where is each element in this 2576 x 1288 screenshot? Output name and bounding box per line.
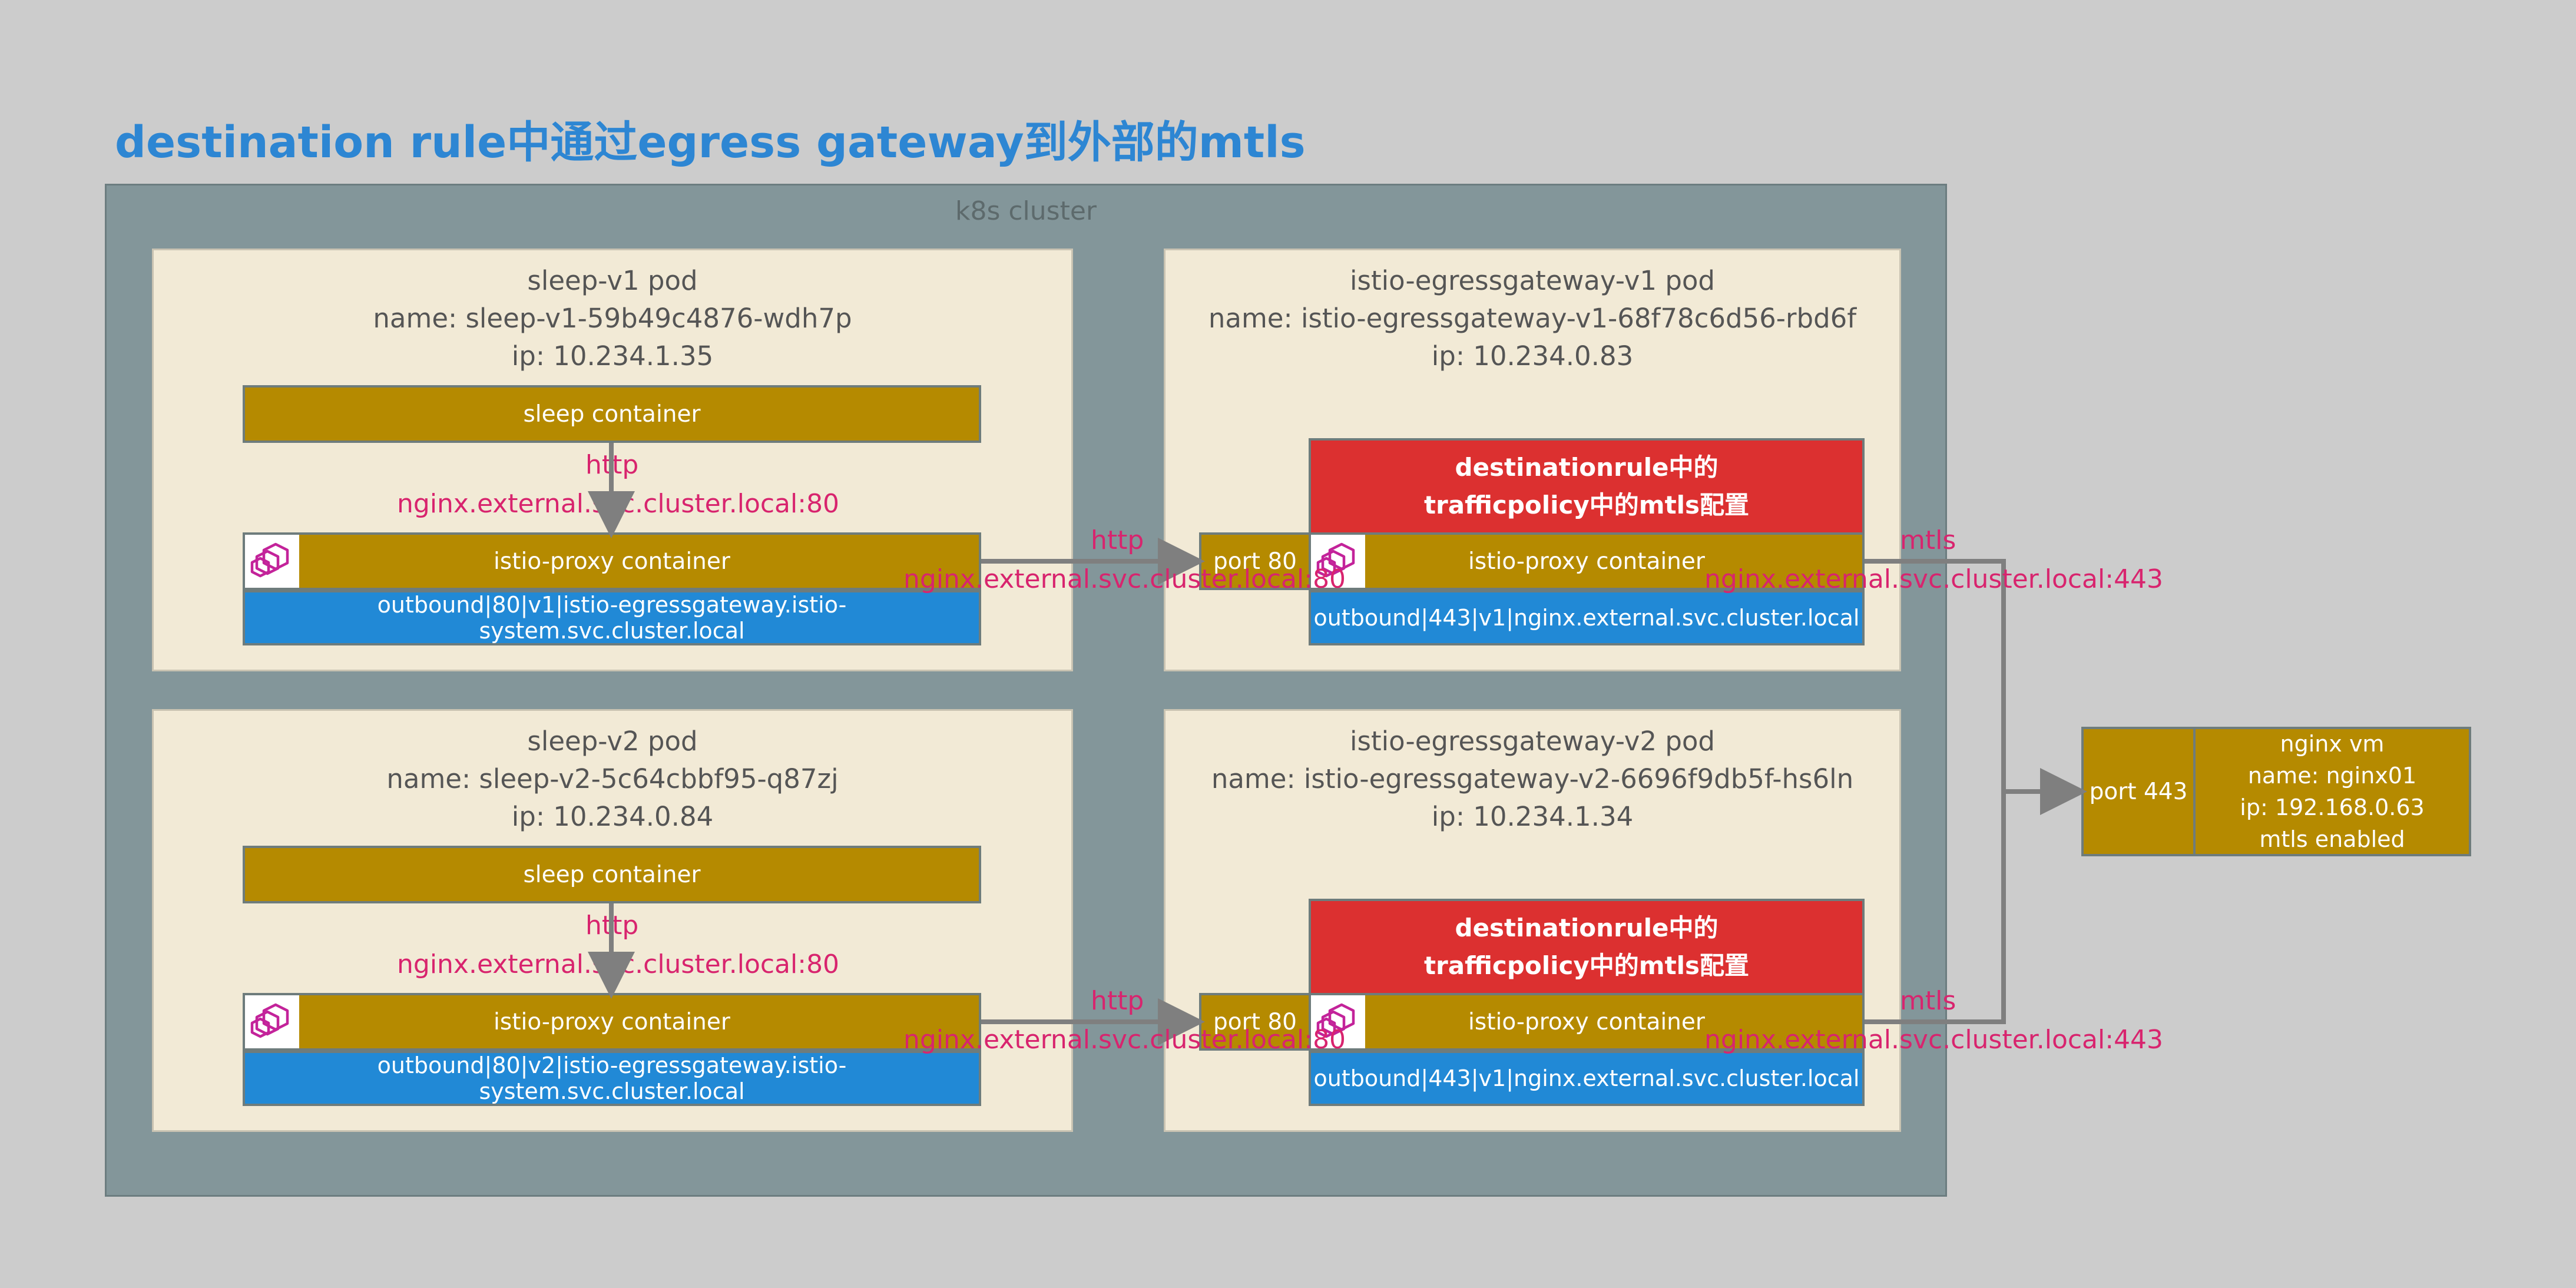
istio-proxy-container[interactable]: istio-proxy container — [1309, 993, 1865, 1051]
sleep-container[interactable]: sleep container — [243, 385, 981, 443]
policy-line: trafficpolicy中的mtls配置 — [1423, 951, 1750, 980]
line-egress-v1-to-vm — [1865, 559, 2006, 792]
pod-ip: ip: 10.234.0.83 — [1431, 340, 1634, 372]
pod-title: istio-egressgateway-v2 pod — [1350, 726, 1715, 757]
pod-ip: ip: 10.234.1.34 — [1431, 801, 1634, 832]
envoy-icon — [245, 995, 299, 1048]
mtls-policy-box: destinationrule中的 trafficpolicy中的mtls配置 — [1309, 899, 1865, 995]
envoy-icon — [1311, 535, 1365, 588]
istio-proxy-container[interactable]: istio-proxy container — [1309, 532, 1865, 590]
mtls-policy-box: destinationrule中的 trafficpolicy中的mtls配置 — [1309, 438, 1865, 535]
link-target-label: nginx.external.svc.cluster.local:80 — [903, 1025, 1346, 1055]
envoy-icon-graphic — [250, 542, 289, 578]
page-title: destination rule中通过egress gateway到外部的mtl… — [115, 117, 1306, 168]
link-protocol-label: http — [1091, 986, 1144, 1016]
cluster-label: k8s cluster — [955, 196, 1097, 226]
outbound-cluster[interactable]: outbound|443|v1|nginx.external.svc.clust… — [1309, 590, 1865, 645]
link-target-label: nginx.external.svc.cluster.local:443 — [1704, 564, 2164, 594]
vm-port-443[interactable]: port 443 — [2081, 727, 2196, 856]
port-80[interactable]: port 80 — [1199, 532, 1311, 590]
link-protocol-label: http — [1091, 525, 1144, 555]
link-target-label: nginx.external.svc.cluster.local:443 — [1704, 1025, 2164, 1055]
pod-title: sleep-v2 pod — [527, 726, 698, 757]
mtls-policy-text: destinationrule中的 trafficpolicy中的mtls配置 — [1424, 909, 1749, 985]
pod-name: name: sleep-v1-59b49c4876-wdh7p — [373, 303, 852, 334]
link-protocol-label: mtls — [1900, 986, 1956, 1016]
mtls-policy-text: destinationrule中的 trafficpolicy中的mtls配置 — [1424, 449, 1749, 524]
pod-header: sleep-v2 pod name: sleep-v2-5c64cbbf95-q… — [154, 723, 1071, 836]
nginx-vm-details: nginx vm name: nginx01 ip: 192.168.0.63 … — [2240, 728, 2424, 855]
line-egress-v2-to-vm — [1865, 792, 2006, 1024]
vm-ip: ip: 192.168.0.63 — [2240, 794, 2425, 820]
envoy-icon — [1311, 995, 1365, 1048]
pod-title: istio-egressgateway-v1 pod — [1350, 265, 1715, 296]
pod-name: name: istio-egressgateway-v1-68f78c6d56-… — [1208, 303, 1857, 334]
vm-name: name: nginx01 — [2247, 763, 2417, 789]
envoy-icon-graphic — [1316, 542, 1355, 578]
envoy-icon-graphic — [250, 1003, 289, 1038]
link-target-label: nginx.external.svc.cluster.local:80 — [903, 564, 1346, 594]
pod-name: name: istio-egressgateway-v2-6696f9db5f-… — [1211, 763, 1854, 794]
vm-mtls: mtls enabled — [2259, 826, 2405, 852]
sleep-container[interactable]: sleep container — [243, 846, 981, 903]
outbound-cluster[interactable]: outbound|443|v1|nginx.external.svc.clust… — [1309, 1051, 1865, 1106]
pod-name: name: sleep-v2-5c64cbbf95-q87zj — [386, 763, 839, 794]
pod-header: istio-egressgateway-v1 pod name: istio-e… — [1166, 262, 1899, 375]
envoy-icon-graphic — [1316, 1003, 1355, 1038]
vm-title: nginx vm — [2280, 731, 2385, 757]
link-protocol-label: mtls — [1900, 525, 1956, 555]
pod-header: istio-egressgateway-v2 pod name: istio-e… — [1166, 723, 1899, 836]
outbound-cluster[interactable]: outbound|80|v2|istio-egressgateway.istio… — [243, 1051, 981, 1106]
nginx-vm[interactable]: nginx vm name: nginx01 ip: 192.168.0.63 … — [2193, 727, 2471, 856]
policy-line: destinationrule中的 — [1455, 453, 1719, 482]
pod-header: sleep-v1 pod name: sleep-v1-59b49c4876-w… — [154, 262, 1071, 375]
pod-ip: ip: 10.234.1.35 — [511, 340, 714, 372]
envoy-icon — [245, 535, 299, 588]
istio-proxy-container[interactable]: istio-proxy container — [243, 532, 981, 590]
pod-title: sleep-v1 pod — [527, 265, 698, 296]
pod-ip: ip: 10.234.0.84 — [511, 801, 714, 832]
outbound-cluster[interactable]: outbound|80|v1|istio-egressgateway.istio… — [243, 590, 981, 645]
policy-line: trafficpolicy中的mtls配置 — [1423, 491, 1750, 519]
policy-line: destinationrule中的 — [1455, 913, 1719, 942]
